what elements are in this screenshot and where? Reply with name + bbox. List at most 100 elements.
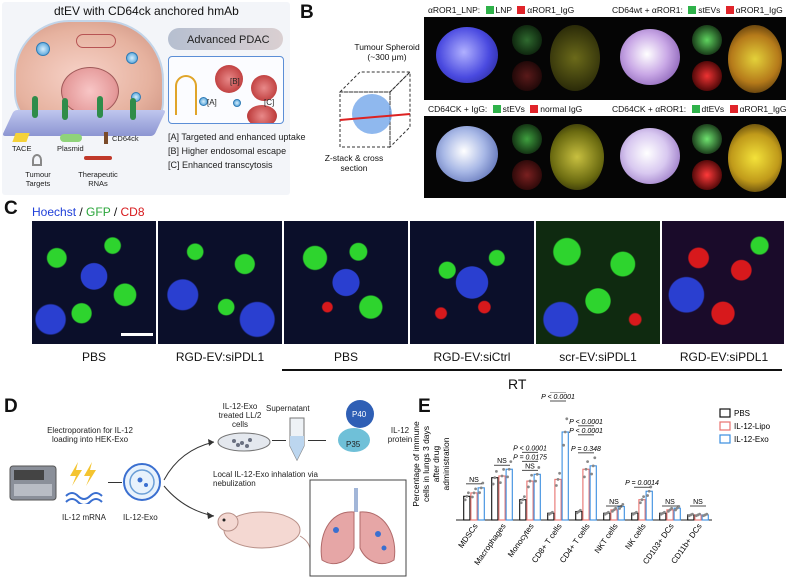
data-point [523,495,526,499]
data-point [618,507,621,510]
significance-label: NS [665,499,675,506]
data-point [614,506,617,510]
red-channel-thumb [692,160,722,190]
data-point [495,469,498,473]
label-b: [B] [230,77,240,86]
hoechst-label: Hoechst [32,205,77,219]
data-point [647,489,651,493]
significance-label: P < 0.0001 [569,428,603,435]
legend-tace-label: TACE [12,144,32,153]
c-label-rt-rgd-ev-sictrl: RGD-EV:siCtrl [433,350,511,364]
receptor-icon [32,96,38,118]
data-point [558,471,561,475]
data-point [621,503,625,506]
pdac-label: Advanced PDAC [187,34,270,46]
significance-label: P < 0.0001 [513,445,547,452]
red-swatch [530,105,539,113]
mouse-icon [217,511,311,551]
panel-a-figure: dtEV with CD64ck anchored hmAb Advanced … [1,2,305,195]
cd8-label: CD8 [120,205,145,219]
rt-group-line [282,369,782,371]
significance-label: P = 0.348 [571,446,601,453]
tace-icon [12,133,30,142]
panel-letter-d: D [4,396,18,417]
c-label-rt-rgd-ev-sipdl1: RGD-EV:siPDL1 [679,350,769,364]
b-header-1-green: LNP [495,5,512,15]
d-il12-exo-label: IL-12-Exo [123,513,158,522]
rt-label: RT [508,376,527,392]
panel-a-title: dtEV with CD64ck anchored hmAb [54,4,239,18]
merged-channel-thumb [550,124,604,190]
b-header-3-green: stEVs [502,104,525,114]
arrow [108,482,122,483]
red-channel-thumb [512,160,542,190]
merged-channel-thumb [550,25,600,91]
green-swatch [688,6,697,14]
legend-therapeutic-rnas-label: Therapeutic RNAs [78,170,118,188]
spheroid-3d-render [620,29,680,85]
data-point [584,467,588,471]
antibody-icon [175,75,197,115]
green-swatch [485,6,494,14]
data-point [586,460,589,464]
b-header-4-green: dtEVs [701,104,725,114]
data-point [530,473,533,477]
data-point [583,475,586,479]
data-point [565,417,569,421]
data-point [521,498,525,502]
data-point [472,491,476,495]
b-header-3-red: normal IgG [540,104,583,114]
green-channel-thumb [512,124,542,154]
x-tick-label: Monocytes [506,522,536,559]
c-label-rgd-ev-sipdl1: RGD-EV:siPDL1 [175,350,265,364]
red-swatch [729,105,738,113]
exosome-icon [123,463,161,501]
zoom-inset [168,56,284,124]
d-electroporation-text: Electroporation for IL-12 loading into H… [47,426,133,444]
legend-swatch [719,434,731,444]
data-point [562,443,565,447]
data-point [479,486,483,490]
legend-label: IL-12-Lipo [734,422,771,431]
data-point [535,472,539,476]
b-microscopy-row-2 [424,116,786,198]
data-point [555,484,558,487]
significance-label: P < 0.0001 [541,394,575,401]
receptor-icon [97,96,103,118]
legend-swatch [719,421,731,431]
tube-icon [289,417,305,462]
data-point [649,485,653,489]
data-point [502,468,505,471]
d-p35-label: P35 [346,440,361,449]
b-header-2-green: stEVs [698,5,721,15]
vesicle-icon [126,52,138,64]
significance-label: NS [693,499,703,506]
data-point [663,510,666,514]
x-tick-label: NK cells [623,522,647,551]
c-label-rt-pbs: PBS [333,350,358,364]
micrograph-rt-scr-ev-sipdl1 [536,221,660,344]
data-point [500,474,504,478]
significance-label: P = 0.0014 [625,480,659,487]
gfp-label: GFP [86,205,111,219]
x-tick-label: NKT cells [593,522,620,555]
red-channel-thumb [692,61,722,91]
data-point [670,506,673,510]
c-label-rt-scr-ev-sipdl1: scr-EV:siPDL1 [559,350,637,364]
green-channel-thumb [692,25,722,55]
legend-separator: / [110,205,121,219]
data-point [607,510,610,514]
rna-icon [84,156,112,160]
data-point [528,479,532,483]
point-a-text: [A] Targeted and enhanced uptake [168,132,306,142]
data-point [646,494,649,497]
data-point [591,464,595,468]
d-inhalation-label: Local IL-12-Exo inhalation via nebulizat… [213,470,318,488]
merged-channel-thumb [728,124,782,192]
petri-dish-icon [217,432,271,452]
data-point [640,498,644,502]
branch-arrows [163,439,215,519]
data-point [705,512,709,516]
data-point [481,481,485,485]
data-point [537,466,541,469]
